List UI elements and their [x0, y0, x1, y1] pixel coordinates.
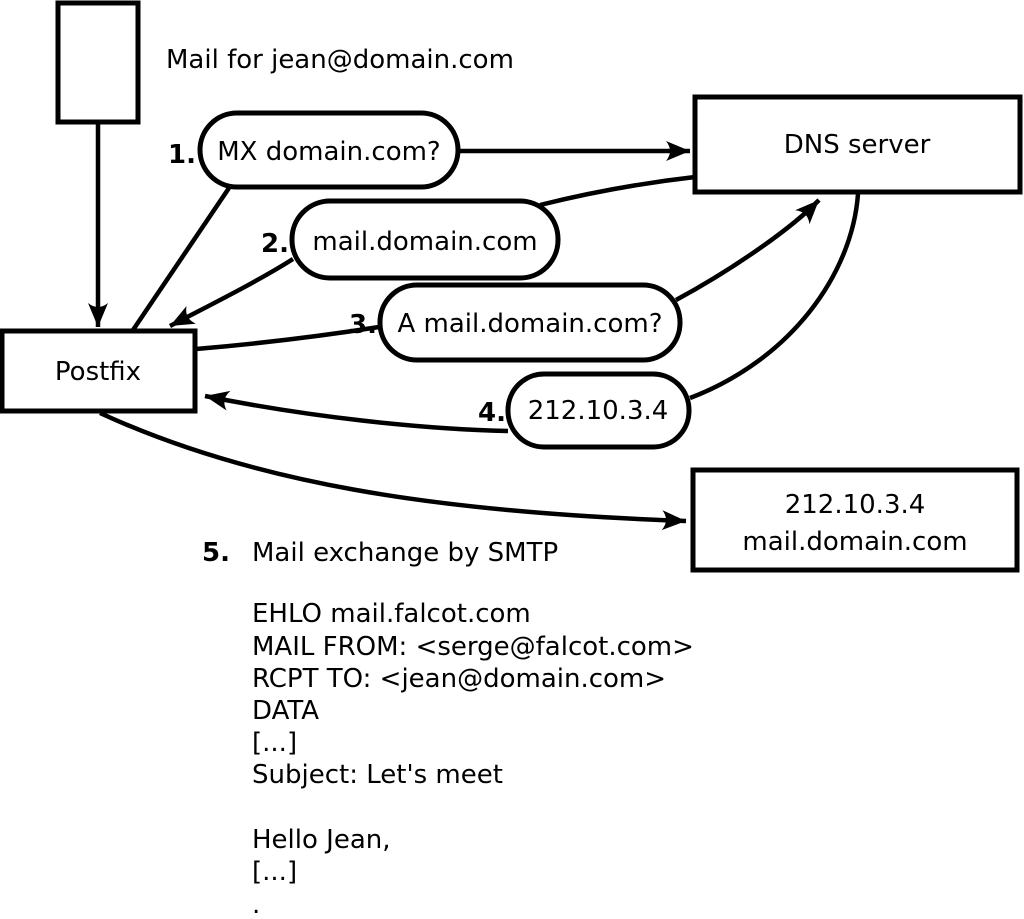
step3-label: A mail.domain.com? — [398, 309, 663, 339]
edge-dns-to-mx-answer — [539, 174, 696, 208]
smtp-line: Hello Jean, — [252, 825, 391, 855]
dns-server-box — [692, 94, 1023, 195]
postfix-box — [0, 328, 198, 414]
target-mailserver-ip: 212.10.3.4 — [785, 490, 926, 520]
smtp-line: EHLO mail.falcot.com — [252, 599, 531, 629]
smtp-session-transcript: EHLO mail.falcot.com MAIL FROM: <serge@f… — [252, 599, 694, 919]
step1-number: 1. — [168, 140, 196, 170]
diagram-title: Mail for jean@domain.com — [166, 45, 514, 75]
edge-postfix-to-query-mx — [131, 186, 231, 332]
edge-dns-to-a-answer — [689, 193, 861, 401]
pill-step2-mx-answer — [289, 198, 561, 281]
target-mailserver-hostname: mail.domain.com — [742, 527, 967, 557]
arrow-a-query-to-dns — [674, 198, 821, 302]
pill-step3-a-query — [377, 282, 683, 363]
step4-number: 4. — [478, 398, 506, 428]
pill-step4-a-answer — [505, 371, 692, 450]
mail-message-shape — [55, 0, 141, 125]
arrow-postfix-to-mailserver — [99, 410, 687, 531]
arrow-a-answer-to-postfix — [204, 390, 509, 434]
step2-number: 2. — [261, 229, 289, 259]
dns-server-label: DNS server — [784, 130, 931, 160]
step5-label: Mail exchange by SMTP — [252, 538, 558, 568]
step2-label: mail.domain.com — [312, 227, 537, 257]
smtp-line: [...] — [252, 857, 297, 887]
step4-label: 212.10.3.4 — [528, 396, 669, 426]
smtp-line: [...] — [252, 728, 297, 758]
edge-postfix-to-a-query — [195, 324, 380, 352]
smtp-line: . — [252, 890, 260, 919]
step3-number: 3. — [349, 310, 377, 340]
smtp-line: DATA — [252, 696, 319, 726]
step1-label: MX domain.com? — [217, 137, 440, 167]
step5-number: 5. — [202, 538, 230, 568]
smtp-line: MAIL FROM: <serge@falcot.com> — [252, 632, 694, 662]
smtp-line: RCPT TO: <jean@domain.com> — [252, 664, 666, 694]
arrow-mx-answer-to-postfix — [168, 257, 295, 328]
target-mailserver-box — [690, 467, 1020, 573]
smtp-line: Subject: Let's meet — [252, 760, 503, 790]
postfix-label: Postfix — [55, 357, 141, 387]
